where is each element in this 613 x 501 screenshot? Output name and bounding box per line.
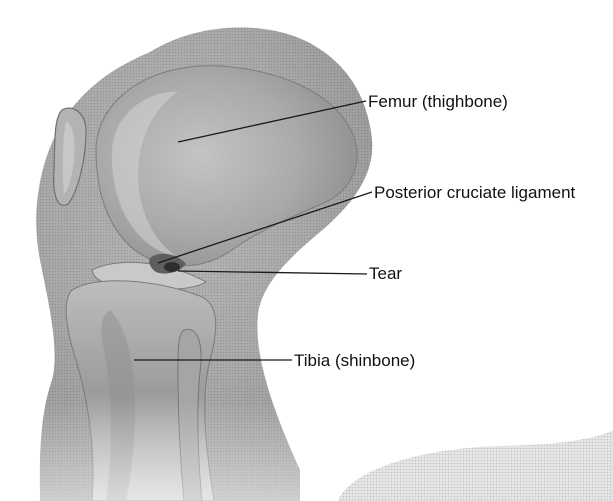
tear-mark bbox=[164, 262, 180, 272]
femur-label: Femur (thighbone) bbox=[368, 92, 508, 112]
posterior-cruciate-ligament-label: Posterior cruciate ligament bbox=[374, 183, 575, 203]
tibia-label: Tibia (shinbone) bbox=[294, 351, 415, 371]
tear-label: Tear bbox=[369, 264, 402, 284]
